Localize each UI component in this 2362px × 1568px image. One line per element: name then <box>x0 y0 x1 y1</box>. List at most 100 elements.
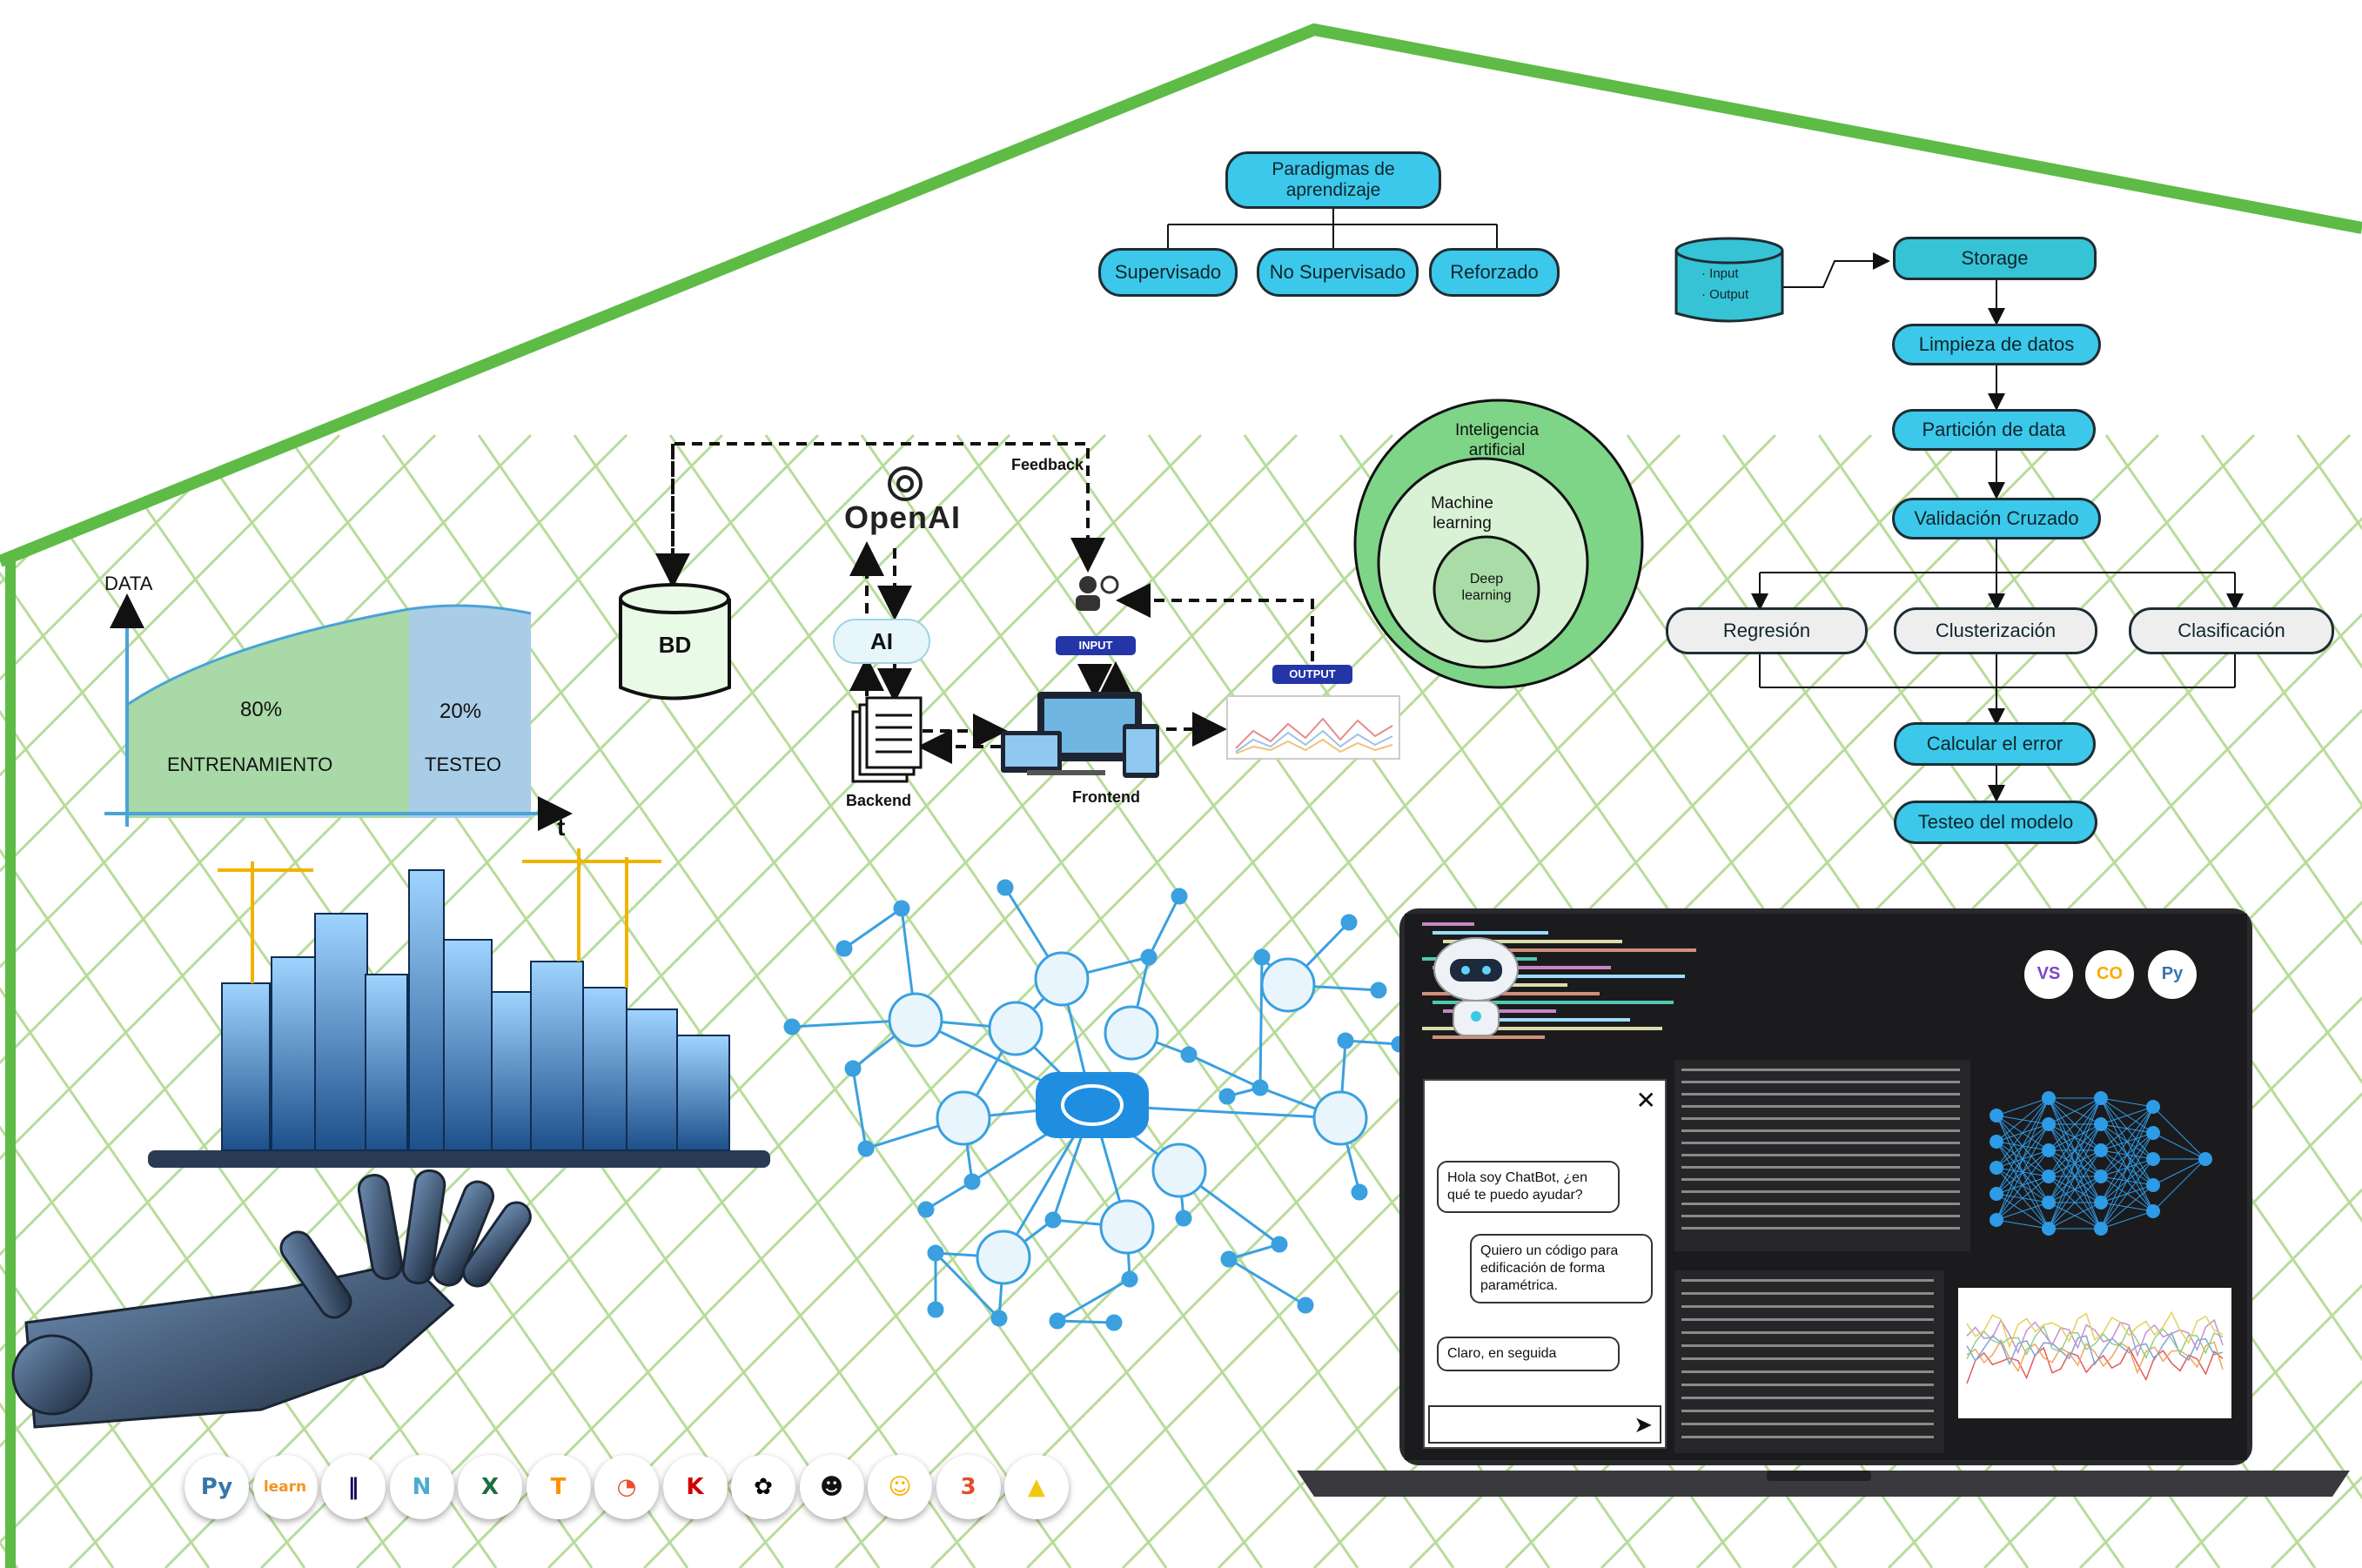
paradigm-reinforcement-node: Reforzado <box>1429 248 1560 297</box>
excel-icon: X <box>458 1455 522 1519</box>
model-test-node: Testeo del modelo <box>1894 801 2097 844</box>
table-row-line <box>1681 1227 1960 1230</box>
train-percentage: 80% <box>240 698 283 721</box>
chat-bot-greeting: Hola soy ChatBot, ¿en qué te puedo ayuda… <box>1437 1161 1620 1213</box>
data-table-rows <box>1681 1069 1960 1230</box>
storage-node: Storage <box>1893 237 2097 280</box>
network-node <box>1337 1032 1354 1049</box>
neuron <box>1990 1161 2003 1175</box>
neuron <box>2094 1222 2108 1236</box>
roof-outline <box>0 23 2362 567</box>
code-line <box>1422 992 1600 995</box>
chart-x-label: t <box>557 814 566 841</box>
ai-outer-label: Inteligencia artificial <box>1454 421 1540 459</box>
table-row-line <box>1681 1292 1934 1295</box>
network-node <box>1044 1211 1062 1229</box>
input-output-database-icon <box>1674 237 1784 323</box>
train-test-chart <box>104 593 573 831</box>
paradigm-supervised-node: Supervisado <box>1098 248 1238 297</box>
network-node <box>1140 948 1158 966</box>
openai-label: OpenAI <box>844 499 962 535</box>
pipeline-connectors <box>1751 252 2244 802</box>
developer-icon <box>1076 575 1119 611</box>
bd-label: BD <box>658 632 692 658</box>
neuron <box>1990 1135 2003 1149</box>
chat-close-button[interactable]: ✕ <box>1635 1087 1656 1114</box>
table-row-line <box>1681 1423 1934 1425</box>
table-row-line <box>1681 1357 1934 1360</box>
ai-node <box>833 619 930 664</box>
network-node <box>893 900 910 917</box>
power-bi-icon: ▲ <box>1004 1455 1069 1519</box>
neuron <box>2094 1091 2108 1105</box>
chatbot-window: ✕ Hola soy ChatBot, ¿en qué te puedo ayu… <box>1423 1079 1667 1449</box>
network-node <box>1220 1250 1238 1268</box>
numpy-icon: N <box>389 1455 454 1519</box>
huggingface-icon: ☺ <box>868 1455 932 1519</box>
db-input-item: · Input <box>1701 266 1739 281</box>
data-cleaning-node: Limpieza de datos <box>1892 324 2101 365</box>
network-node <box>1105 1314 1123 1331</box>
brain-hub-icon <box>1036 1072 1149 1138</box>
forecast-series-line <box>1966 1324 2224 1360</box>
code-line <box>1433 966 1611 969</box>
test-percentage: 20% <box>440 700 482 723</box>
neuron <box>2042 1222 2056 1236</box>
classification-node: Clasificación <box>2129 607 2334 654</box>
chatbot-robot-icon <box>1433 937 1519 1036</box>
table-row-line <box>1681 1178 1960 1181</box>
cross-validation-node: Validación Cruzado <box>1892 498 2101 539</box>
network-node <box>1340 914 1358 931</box>
pytorch-icon: ◔ <box>594 1455 659 1519</box>
python-logo-icon <box>2148 950 2197 999</box>
table-row-line <box>1681 1344 1934 1347</box>
train-label: ENTRENAMIENTO <box>167 754 333 775</box>
table-row-line <box>1681 1154 1960 1156</box>
network-node <box>1260 957 1316 1013</box>
architecture-arrows <box>655 442 1314 764</box>
network-node <box>990 1310 1008 1327</box>
frontend-devices-icon <box>1001 692 1159 778</box>
table-row-line <box>1681 1142 1960 1144</box>
robot-hand-illustration <box>11 1169 532 1429</box>
network-node <box>917 1201 935 1218</box>
table-row-line <box>1681 1166 1960 1169</box>
code-line <box>1443 975 1685 978</box>
neuron <box>2042 1091 2056 1105</box>
network-node <box>1351 1183 1368 1201</box>
chat-input-field[interactable] <box>1428 1405 1661 1444</box>
ai-middle-label: Machine learning <box>1431 494 1493 533</box>
neuron <box>2146 1100 2160 1114</box>
table-row-line <box>1681 1397 1934 1399</box>
chat-bot-reply: Claro, en seguida <box>1437 1337 1620 1371</box>
frontend-label: Frontend <box>1072 788 1140 806</box>
network-node <box>1312 1090 1368 1146</box>
neuron <box>2042 1169 2056 1183</box>
laptop-base <box>1297 1471 2350 1497</box>
chat-send-button[interactable]: ➤ <box>1634 1412 1653 1438</box>
output-tag-label: OUTPUT <box>1289 667 1336 680</box>
code-line <box>1433 1035 1545 1039</box>
neuron <box>2094 1196 2108 1210</box>
neuron <box>1990 1187 2003 1201</box>
test-area <box>409 606 531 818</box>
network-node <box>1297 1297 1314 1314</box>
ai-node-label: AI <box>870 628 893 654</box>
network-node <box>963 1173 981 1190</box>
network-node <box>844 1060 862 1077</box>
table-row-line <box>1681 1384 1934 1386</box>
table-row-line <box>1681 1436 1934 1438</box>
colab-logo-label: CO <box>2097 964 2123 983</box>
neuron <box>2042 1143 2056 1157</box>
css3-icon: 3 <box>936 1455 1001 1519</box>
robot-icon: ☻ <box>799 1455 864 1519</box>
paradigms-title-node: Paradigmas de aprendizaje <box>1225 151 1441 209</box>
code-line <box>1422 1027 1662 1030</box>
code-line <box>1453 948 1696 952</box>
network-node <box>1171 888 1188 905</box>
scikit-learn-icon: learn <box>252 1455 318 1519</box>
table-row-line <box>1681 1203 1960 1205</box>
neuron <box>1990 1109 2003 1122</box>
python-logo-label: Py <box>2161 964 2184 983</box>
